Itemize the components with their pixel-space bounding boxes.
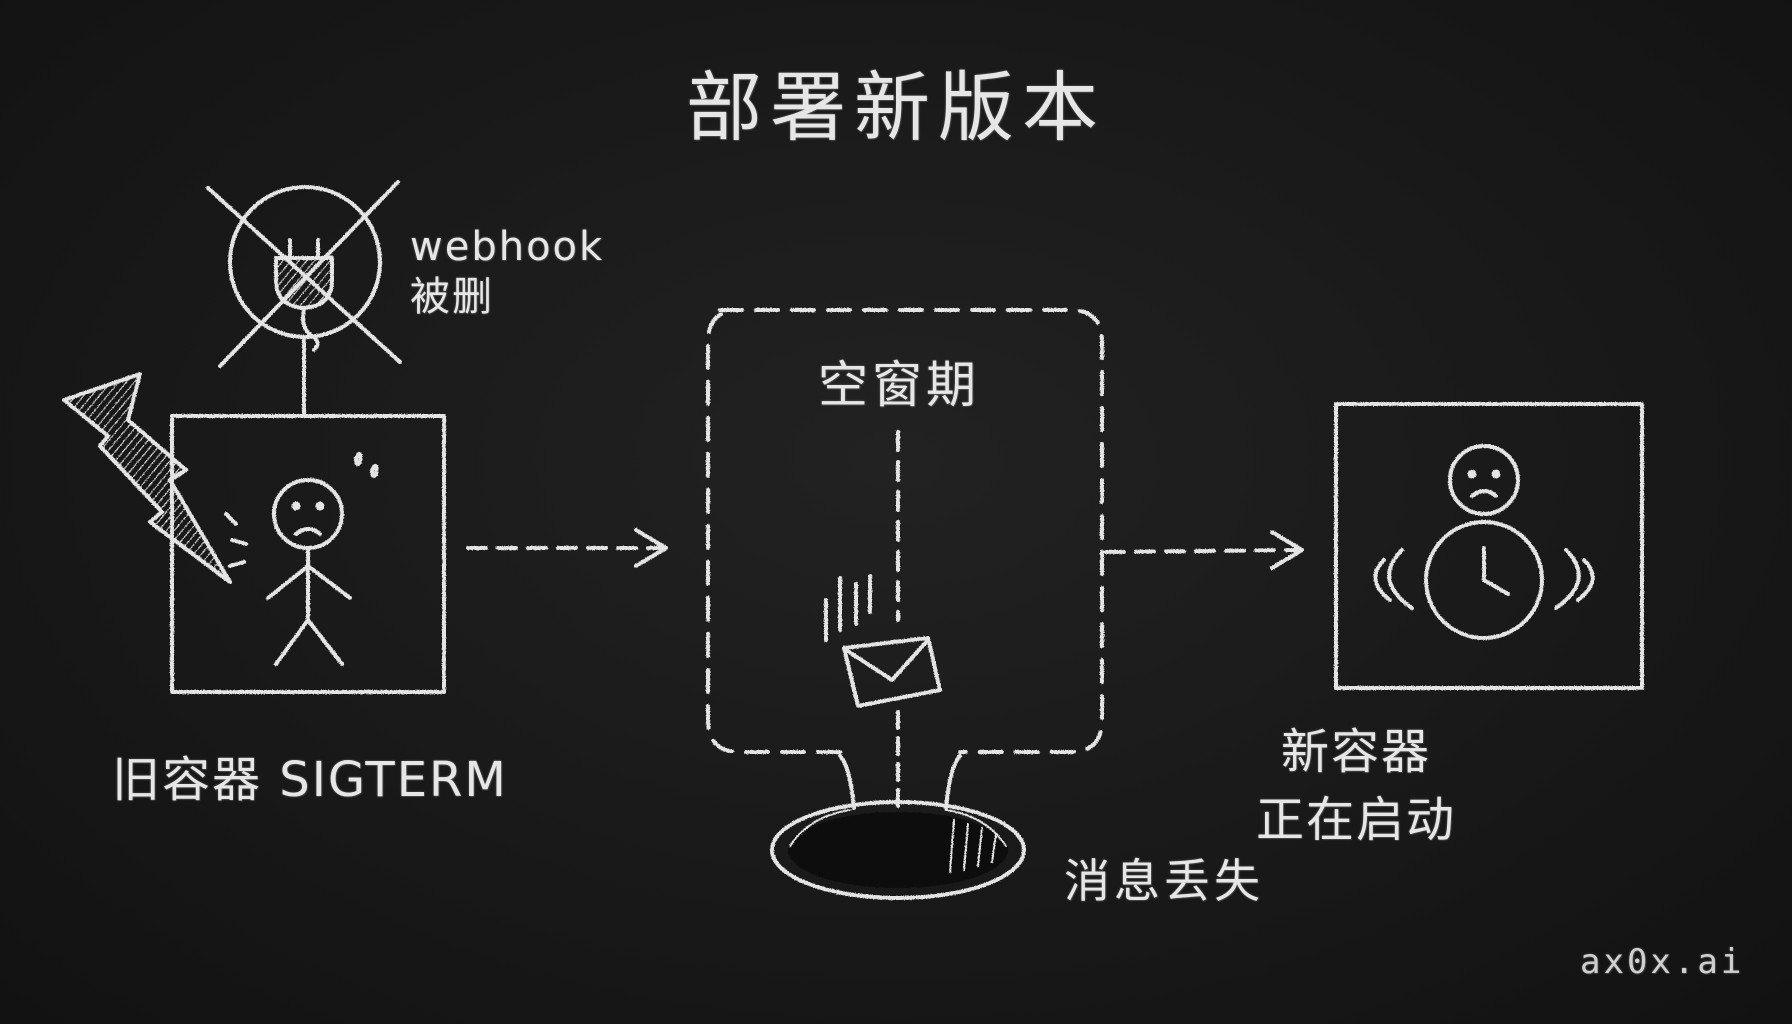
new-container-label-line2: 正在启动 (1255, 792, 1457, 848)
arrow-icon (1104, 530, 1304, 570)
new-container-box (1334, 402, 1644, 690)
old-container-box (170, 414, 446, 694)
arrow-icon (466, 528, 668, 568)
webhook-label-line2: 被删 (410, 274, 494, 320)
page-title: 部署新版本 (686, 63, 1106, 152)
message-lost-label: 消息丢失 (1064, 854, 1264, 908)
gap-window-label: 空窗期 (818, 356, 980, 414)
envelope-icon (824, 574, 942, 708)
webhook-deleted-label: webhook 被删 (410, 222, 604, 322)
new-container-label-line1: 新容器 (1280, 724, 1432, 780)
clock-icon (1373, 444, 1595, 640)
new-container-label: 新容器 正在启动 (1256, 718, 1456, 854)
lightning-icon (62, 372, 232, 584)
watermark: ax0x.ai (1580, 942, 1745, 982)
gap-window-box (706, 308, 1104, 754)
webhook-label-line1: webhook (410, 224, 605, 270)
stick-figure-icon (224, 451, 379, 666)
hole-icon (770, 800, 1026, 900)
old-container-label: 旧容器 SIGTERM (112, 752, 508, 808)
